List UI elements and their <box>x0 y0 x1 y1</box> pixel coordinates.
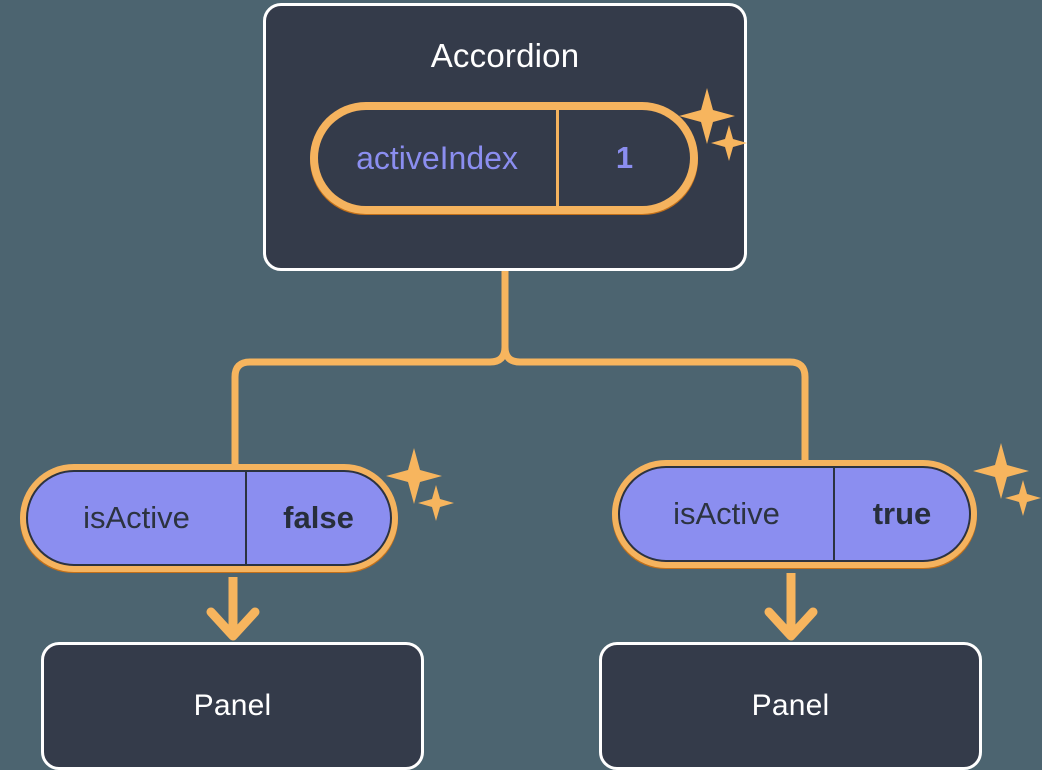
panel-component-card-right[interactable]: Panel <box>599 642 982 770</box>
connector-root-to-right <box>501 267 809 470</box>
sparkle-large-icon <box>386 448 442 504</box>
prop-key-label: isActive <box>28 472 247 564</box>
prop-value-label: true <box>872 496 932 531</box>
state-pill-active-index[interactable]: activeIndex 1 <box>310 102 698 215</box>
accordion-title: Accordion <box>430 37 580 74</box>
panel-title-left: Panel <box>193 689 272 722</box>
prop-key-label: isActive <box>620 468 835 560</box>
connector-root-to-left <box>231 267 509 474</box>
state-value-label: 1 <box>615 140 634 175</box>
state-key-label: activeIndex <box>318 110 559 206</box>
sparkle-small-icon <box>1005 480 1041 516</box>
prop-pill-is-active-false[interactable]: isActive false <box>20 464 398 573</box>
arrow-down-icon-left <box>206 577 260 641</box>
arrow-down-icon-right <box>764 573 818 641</box>
sparkle-icon-right-pill <box>973 443 1041 516</box>
prop-pill-is-active-true[interactable]: isActive true <box>612 460 977 569</box>
sparkle-large-icon <box>973 443 1029 499</box>
panel-title-right: Panel <box>751 689 830 722</box>
sparkle-small-icon <box>418 485 454 521</box>
prop-value-label: false <box>283 500 354 535</box>
panel-component-card-left[interactable]: Panel <box>41 642 424 770</box>
